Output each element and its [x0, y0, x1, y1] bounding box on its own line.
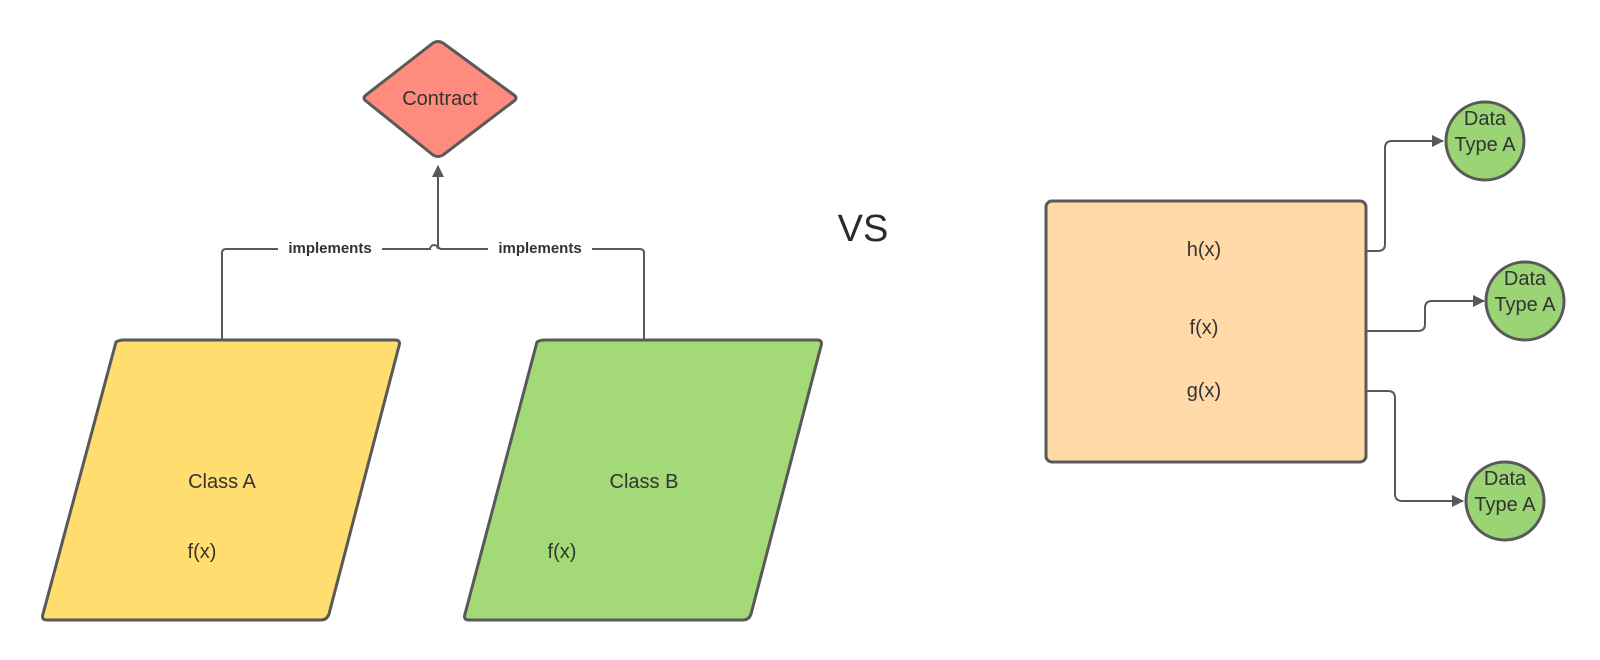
left-diagram: implements implements Contract Class A f… — [41, 40, 823, 622]
class-a-name: Class A — [188, 471, 256, 493]
function-h: h(x) — [1187, 239, 1221, 261]
edge-label-implements-a: implements — [288, 240, 371, 257]
class-b-method: f(x) — [548, 541, 577, 563]
data-type-label-line1: Data — [1484, 468, 1527, 490]
class-b-parallelogram — [463, 338, 823, 622]
edge-label-bg — [278, 238, 382, 258]
data-type-node-2[interactable]: Data Type A — [1484, 260, 1566, 342]
vs-separator: VS — [838, 208, 889, 250]
data-type-label-line2: Type A — [1494, 294, 1556, 316]
connector-g-to-data-type-3 — [1326, 390, 1464, 507]
edge-label-implements-b: implements — [498, 240, 581, 257]
class-b-name: Class B — [610, 471, 679, 493]
right-diagram: h(x) f(x) g(x) Data Type A Data Type A D… — [1044, 100, 1566, 542]
contract-label: Contract — [402, 88, 478, 110]
connector-h-to-data-type-1 — [1326, 135, 1444, 252]
data-type-label-line1: Data — [1464, 108, 1507, 130]
data-type-node-3[interactable]: Data Type A — [1464, 460, 1546, 542]
edge-label-bg — [488, 238, 592, 258]
data-type-circle — [1464, 460, 1546, 542]
data-type-label-line2: Type A — [1474, 494, 1536, 516]
class-a-method: f(x) — [188, 541, 217, 563]
contract-diamond — [362, 40, 518, 158]
function-box[interactable]: h(x) f(x) g(x) — [1044, 199, 1368, 464]
data-type-circle — [1444, 100, 1526, 182]
data-type-label-line2: Type A — [1454, 134, 1516, 156]
function-f: f(x) — [1190, 317, 1219, 339]
data-type-node-1[interactable]: Data Type A — [1444, 100, 1526, 182]
connector-class-b-to-contract — [437, 244, 645, 340]
data-type-label-line1: Data — [1504, 268, 1547, 290]
function-box-rect — [1044, 199, 1368, 464]
contract-node[interactable]: Contract — [362, 40, 518, 158]
class-a-node[interactable]: Class A f(x) — [41, 338, 401, 622]
class-b-node[interactable]: Class B f(x) — [463, 338, 823, 622]
connector-box-to-data-type-2 — [1366, 295, 1485, 332]
data-type-circle — [1484, 260, 1566, 342]
class-a-parallelogram — [41, 338, 401, 622]
function-g: g(x) — [1187, 380, 1221, 402]
